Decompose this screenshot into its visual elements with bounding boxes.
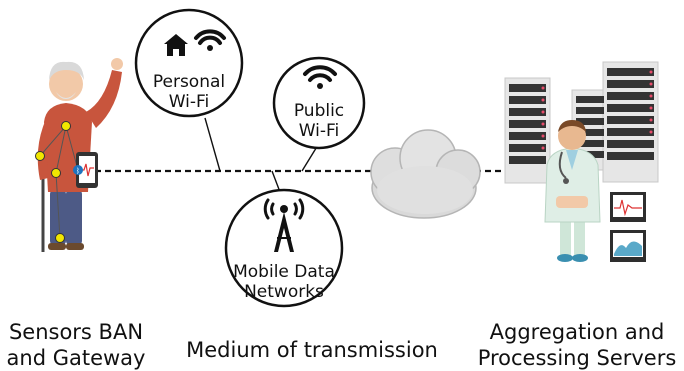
patient-figure: [35, 58, 123, 252]
mobile-data-line2: Networks: [244, 282, 324, 302]
home-wifi-icon: [164, 29, 226, 56]
mobile-data-label: Mobile Data Networks: [224, 262, 344, 302]
mobile-data-line1: Mobile Data: [233, 262, 335, 282]
aggregation-servers-line2: Processing Servers: [477, 346, 677, 370]
aggregation-servers-line1: Aggregation and: [489, 320, 665, 344]
public-wifi-label: Public Wi-Fi: [284, 101, 354, 141]
cloud-icon: [370, 129, 481, 219]
sensors-gateway-line1: Sensors BAN: [8, 320, 144, 344]
connector-mobile-data: [271, 170, 281, 193]
personal-wifi-bubble: [134, 8, 244, 118]
medium-of-transmission-label: Medium of transmission: [186, 338, 438, 362]
gateway-phone-icon: ᛒ: [73, 152, 98, 188]
ecg-monitor-icon: [610, 192, 646, 222]
public-wifi-bubble: [272, 56, 366, 150]
public-wifi-line2: Wi-Fi: [298, 121, 340, 141]
svg-text:ᛒ: ᛒ: [76, 167, 80, 175]
connector-personal-wifi: [204, 117, 221, 172]
server-racks: [504, 61, 659, 184]
cell-tower-icon: [263, 198, 305, 252]
public-wifi-line1: Public: [293, 101, 345, 121]
sensors-gateway-line2: and Gateway: [6, 346, 146, 370]
personal-wifi-line1: Personal: [152, 72, 226, 92]
doctor-figure: [544, 120, 601, 262]
personal-wifi-label: Personal Wi-Fi: [149, 72, 229, 112]
personal-wifi-line2: Wi-Fi: [168, 92, 210, 112]
data-monitor-icon: [610, 230, 646, 262]
sensors-gateway-label: Sensors BAN and Gateway: [0, 319, 152, 371]
connector-public-wifi: [301, 144, 319, 172]
wifi-icon: [303, 65, 337, 89]
aggregation-servers-label: Aggregation and Processing Servers: [470, 319, 684, 371]
mobile-data-bubble: [224, 188, 344, 308]
